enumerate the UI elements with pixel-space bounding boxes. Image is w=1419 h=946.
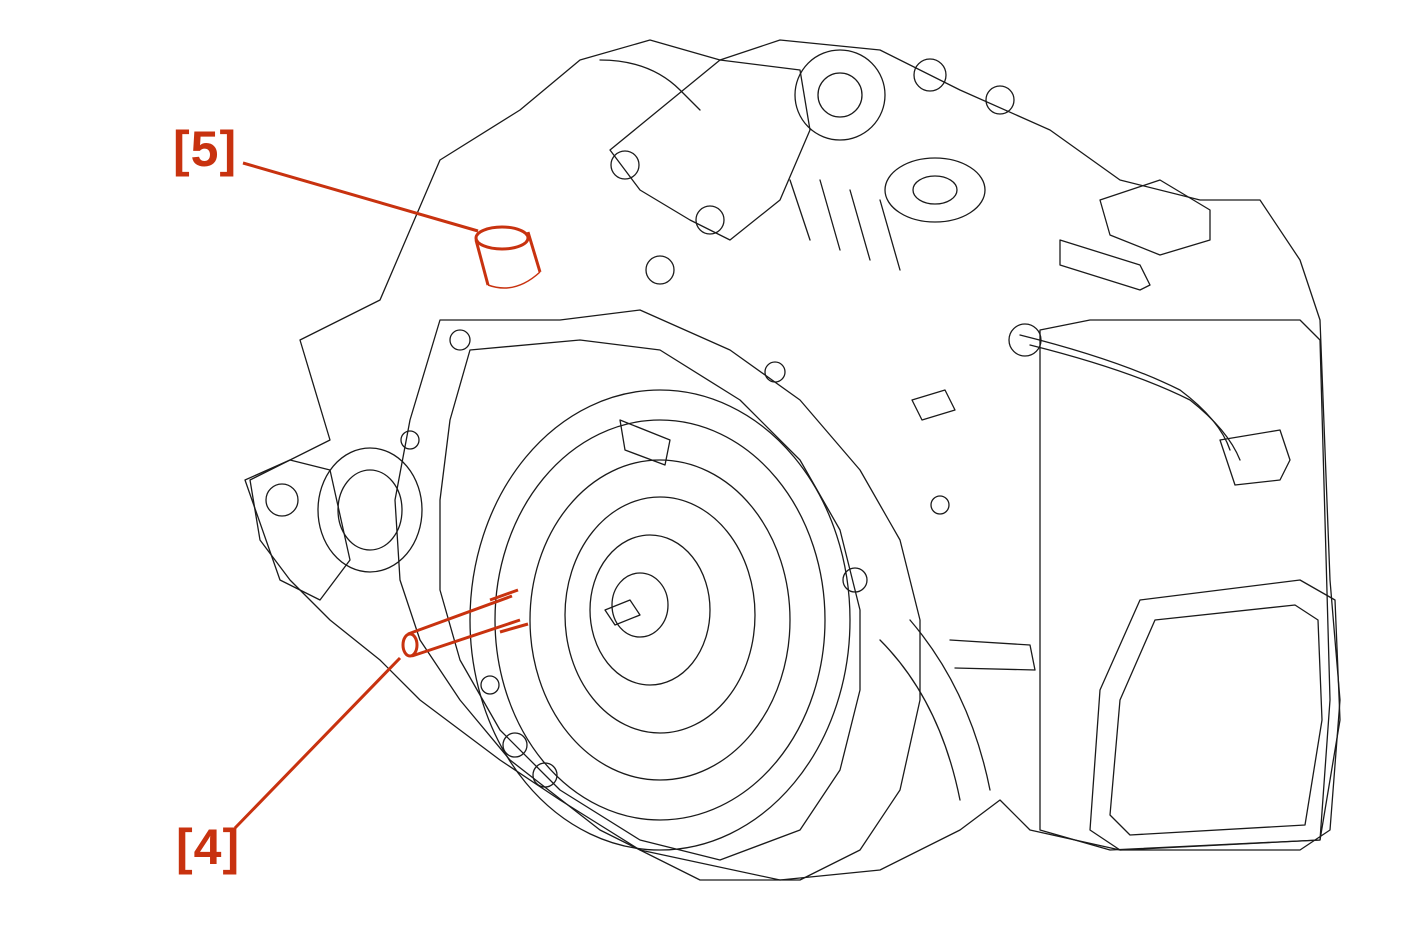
housing-outline [249, 39, 1341, 881]
converter-ring-1 [469, 389, 851, 851]
callout-4 [233, 588, 529, 830]
top-boss-2 [884, 157, 986, 223]
dipstick-pin-highlight [401, 588, 529, 658]
oil-pan-lid-inner [1109, 604, 1323, 836]
hose [599, 59, 701, 111]
bell-housing [394, 309, 921, 881]
top-bolt-4 [985, 85, 1015, 115]
flange-bolt-6 [502, 732, 528, 758]
converter-ring-3 [529, 459, 791, 781]
oil-pan-lid [1089, 579, 1341, 851]
axle-seal-outer [317, 447, 423, 573]
converter-ring-4 [564, 496, 756, 734]
flange-bolt-9 [645, 255, 675, 285]
top-bolt-3 [913, 58, 947, 92]
flange-bolt-2 [764, 361, 786, 383]
oil-filler-plug-highlight [474, 225, 542, 289]
transmission-linework [244, 39, 1341, 881]
lower-bracket [879, 619, 991, 801]
flange-bolt-5 [480, 675, 500, 695]
ribs [789, 179, 901, 271]
wire-grommet [1008, 323, 1042, 357]
flange-bolt-1 [449, 329, 471, 351]
top-cover [609, 59, 811, 241]
callout-label-4: [4] [176, 819, 241, 875]
drain-plug [265, 483, 299, 517]
converter-hub [611, 572, 669, 638]
axle-seal-inner [337, 469, 403, 551]
side-stud [911, 389, 956, 421]
connector [1099, 179, 1211, 256]
top-boss-1 [794, 49, 886, 141]
callout-5 [242, 161, 542, 289]
top-boss-1-inner [817, 72, 863, 118]
top-bolt-2 [695, 205, 725, 235]
converter-shaft [604, 599, 641, 626]
sensor-plug [1219, 429, 1291, 486]
wire-2 [1029, 344, 1241, 461]
plug-stub [1059, 239, 1151, 291]
flange-bolt-8 [930, 495, 950, 515]
converter-ring-5 [589, 534, 711, 686]
converter-ring-2 [494, 419, 826, 821]
oil-pan [1039, 319, 1331, 851]
left-case [244, 459, 351, 601]
wire [1019, 334, 1231, 451]
flange-bolt-3 [842, 567, 868, 593]
lower-rod [949, 639, 1036, 671]
leader-line-5 [242, 161, 479, 233]
bell-housing-inner [439, 339, 861, 861]
callout-label-5: [5] [173, 121, 238, 177]
leader-line-4 [233, 656, 402, 830]
top-bolt-1 [610, 150, 640, 180]
top-boss-2-inner [912, 175, 958, 205]
flange-bolt-7 [532, 762, 558, 788]
flange-bolt-4 [400, 430, 420, 450]
converter-tab [619, 419, 671, 466]
